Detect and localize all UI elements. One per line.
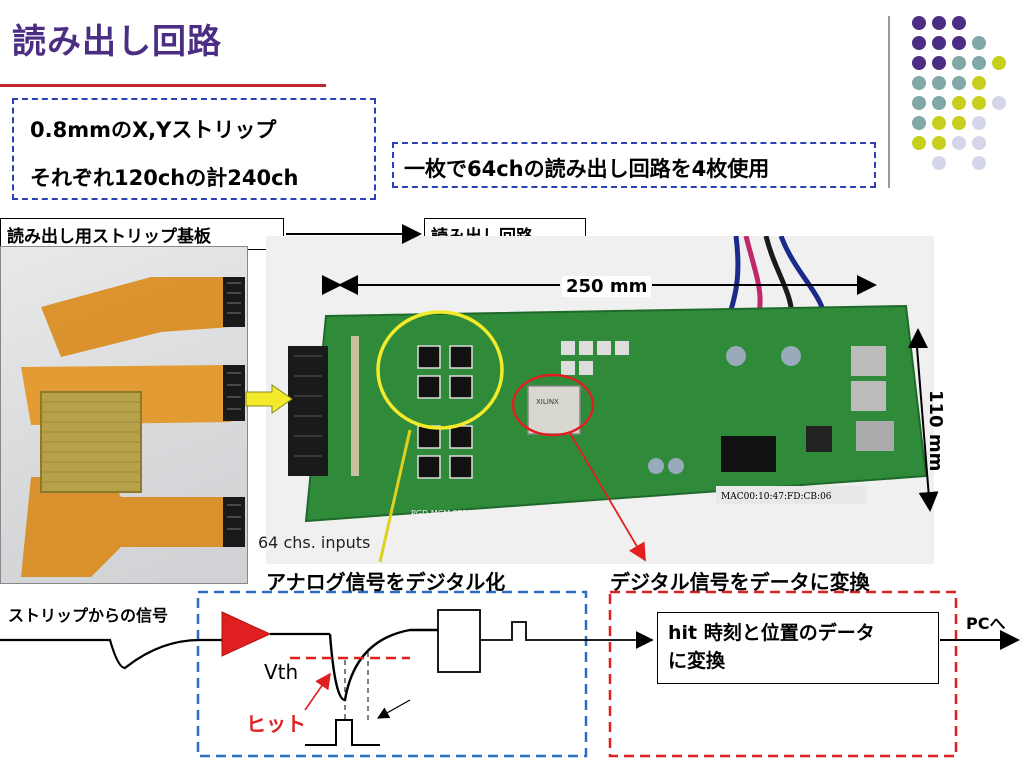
- mac-address-label: MAC00:10:47:FD:CB:06: [721, 492, 832, 502]
- board-name-marking: PGD MCM FE2007 V1: [411, 509, 496, 518]
- readout-spec-box: 一枚で64chの読み出し回路を4枚使用: [392, 142, 876, 188]
- strip-board-label: 読み出し用ストリップ基板: [0, 218, 284, 250]
- dot: [972, 56, 986, 70]
- fpga-marking: XILINX: [536, 398, 559, 406]
- decorative-dot-grid: [900, 12, 1024, 170]
- dot: [932, 76, 946, 90]
- digital-stage-box: [608, 590, 958, 758]
- strip-spec-box: 0.8mmのX,Yストリップ それぞれ120chの計240ch: [12, 98, 376, 200]
- analog-stage-box: [196, 590, 588, 758]
- width-dimension-label: 250 mm: [562, 276, 652, 297]
- dot: [952, 116, 966, 130]
- dot: [972, 76, 986, 90]
- inputs-label: 64 chs. inputs: [258, 533, 371, 552]
- dot: [952, 76, 966, 90]
- dot: [972, 136, 986, 150]
- dot: [932, 116, 946, 130]
- pcb-illustration: XILINX PGD MCM FE2007 V1 KEK JAPAN MAC00…: [288, 236, 928, 523]
- dot: [932, 56, 946, 70]
- dot: [952, 96, 966, 110]
- dot: [952, 56, 966, 70]
- dot: [972, 96, 986, 110]
- hit-label: ヒット: [246, 712, 306, 736]
- converter-text-line2: に変換: [668, 650, 726, 672]
- strip-channel-count-text: それぞれ120chの計240ch: [30, 166, 299, 190]
- dot: [912, 16, 926, 30]
- title-underline: [0, 84, 326, 87]
- dot: [912, 96, 926, 110]
- dot: [972, 36, 986, 50]
- strip-signal-label: ストリップからの信号: [8, 606, 169, 625]
- dot: [932, 96, 946, 110]
- dot: [932, 36, 946, 50]
- dot: [912, 76, 926, 90]
- input-signal-waveform: [0, 638, 222, 670]
- height-dimension-label: 110 mm: [925, 390, 946, 472]
- strip-board-photo: [0, 246, 248, 584]
- maker-marking: KEK JAPAN: [584, 506, 626, 515]
- readout-board-photo: XILINX PGD MCM FE2007 V1 KEK JAPAN MAC00…: [266, 236, 934, 564]
- dot: [932, 156, 946, 170]
- shaped-pulse-waveform: [328, 628, 438, 702]
- fpga-highlight-circle: [511, 373, 595, 437]
- dot: [912, 136, 926, 150]
- dot: [912, 116, 926, 130]
- dot: [912, 56, 926, 70]
- page-title: 読み出し回路: [12, 22, 222, 62]
- converter-text-line1: hit 時刻と位置のデータ: [668, 622, 875, 644]
- strip-pitch-text: 0.8mmのX,Yストリップ: [30, 118, 277, 142]
- dot: [952, 136, 966, 150]
- to-pc-label: PCへ: [966, 614, 1006, 633]
- dot: [932, 16, 946, 30]
- digital-stage-label: デジタル信号をデータに変換: [610, 570, 870, 594]
- dot: [972, 116, 986, 130]
- height-dimension-arrow: [915, 334, 939, 512]
- dot: [972, 156, 986, 170]
- dot: [932, 136, 946, 150]
- pulse-pointer-arrow: [376, 699, 411, 719]
- dot: [952, 36, 966, 50]
- yellow-flow-arrow: [245, 384, 293, 414]
- dot: [992, 96, 1006, 110]
- analog-stage-label: アナログ信号をデジタル化: [266, 570, 506, 594]
- discriminator-pulse: [305, 719, 380, 746]
- readout-spec-text: 一枚で64chの読み出し回路を4枚使用: [404, 157, 770, 181]
- asic-pointer-line: [378, 429, 412, 563]
- converter-box: hit 時刻と位置のデータ に変換: [657, 612, 939, 684]
- hit-pointer-arrow: [304, 672, 331, 711]
- asic-highlight-circle: [376, 310, 504, 430]
- header-divider: [888, 16, 890, 188]
- strip-board-illustration: [21, 277, 245, 577]
- digital-output-pulse: [480, 621, 580, 641]
- dot: [952, 16, 966, 30]
- threshold-label: Vth: [264, 660, 299, 684]
- discriminator-box: [437, 609, 481, 673]
- dot: [992, 56, 1006, 70]
- fpga-pointer-arrow: [569, 432, 646, 562]
- amplifier-symbol: [221, 611, 272, 657]
- dot: [912, 36, 926, 50]
